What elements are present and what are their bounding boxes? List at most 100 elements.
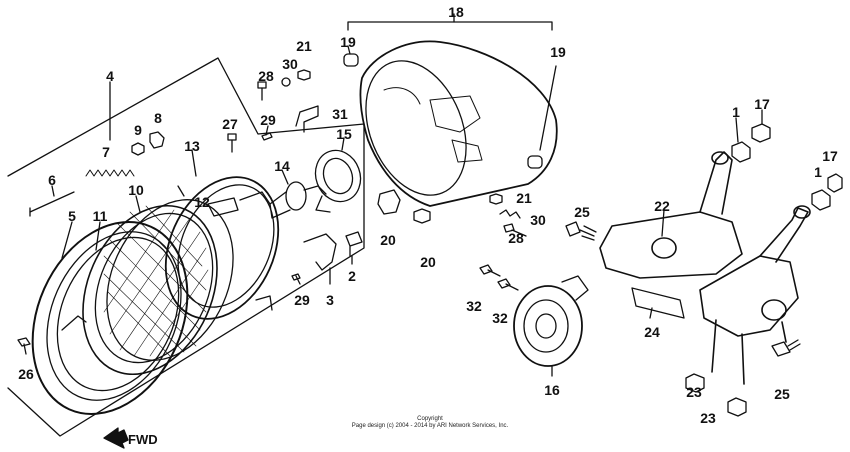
bolt-27 <box>227 133 237 153</box>
part-label-23: 23 <box>700 410 716 426</box>
part-label-29: 29 <box>294 292 310 308</box>
headlight-case <box>359 40 558 207</box>
leader-6 <box>51 185 55 197</box>
leader-19-right <box>539 65 557 151</box>
part-label-9: 9 <box>134 122 142 138</box>
nut-8 <box>149 131 165 149</box>
part-label-28: 28 <box>508 230 524 246</box>
stay-22 <box>599 151 743 279</box>
leader-10 <box>135 195 141 213</box>
part-label-6: 6 <box>48 172 56 188</box>
leader-15 <box>281 169 289 185</box>
fwd-label: FWD <box>128 432 158 447</box>
part-label-32: 32 <box>466 298 482 314</box>
part-label-1: 1 <box>732 104 740 120</box>
horn <box>513 275 589 367</box>
spring-7 <box>85 169 135 177</box>
part-label-15: 15 <box>336 126 352 142</box>
headlight-lens <box>82 204 218 376</box>
fwd-arrow <box>103 427 129 449</box>
part-label-18: 18 <box>448 4 464 20</box>
part-label-27: 27 <box>222 116 238 132</box>
leader-24 <box>649 307 653 319</box>
part-label-19: 19 <box>550 44 566 60</box>
screw-29-lower <box>291 273 301 285</box>
part-labels: 1123456789101112131415161717181919202021… <box>18 4 838 426</box>
part-label-8: 8 <box>154 110 162 126</box>
socket-cover-14 <box>314 149 362 213</box>
stay-right <box>699 205 811 385</box>
part-label-21: 21 <box>516 190 532 206</box>
part-label-14: 14 <box>274 158 290 174</box>
part-label-24: 24 <box>644 324 660 340</box>
retaining-ring <box>106 199 234 361</box>
bracket-12 <box>207 197 239 217</box>
grommet-19-left <box>343 53 359 67</box>
screw-6 <box>29 191 75 217</box>
part-label-13: 13 <box>184 138 200 154</box>
bolt-25-upper <box>565 221 597 241</box>
socket-15 <box>269 181 327 219</box>
part-label-31: 31 <box>332 106 348 122</box>
part-label-3: 3 <box>326 292 334 308</box>
part-label-7: 7 <box>102 144 110 160</box>
part-label-29: 29 <box>260 112 276 128</box>
bolt-28-upper <box>257 81 267 101</box>
collar-17-lower <box>827 173 843 193</box>
bolt-32-right <box>497 278 519 291</box>
nut-9 <box>131 142 145 156</box>
nut-21-upper <box>297 69 311 81</box>
rubber-1-upper <box>731 141 751 163</box>
nut-20-right <box>413 208 431 224</box>
collar-17-upper <box>751 123 771 143</box>
part-label-12: 12 <box>194 194 210 210</box>
page-design-credit: Page design (c) 2004 - 2014 by ARI Netwo… <box>351 423 509 429</box>
leader-11 <box>95 221 101 251</box>
rubber-1-lower <box>811 189 831 211</box>
part-label-5: 5 <box>68 208 76 224</box>
nut-23-upper <box>685 373 705 393</box>
part-label-22: 22 <box>654 198 670 214</box>
part-label-4: 4 <box>106 68 114 84</box>
part-label-30: 30 <box>282 56 298 72</box>
part-label-25: 25 <box>774 386 790 402</box>
part-label-19: 19 <box>340 34 356 50</box>
part-label-25: 25 <box>574 204 590 220</box>
part-label-20: 20 <box>380 232 396 248</box>
spring-30-middle <box>499 209 521 219</box>
leader-19-left <box>347 45 351 55</box>
plate-24 <box>631 287 685 319</box>
bolt-32-left <box>479 264 501 277</box>
part-label-30: 30 <box>530 212 546 228</box>
part-label-32: 32 <box>492 310 508 326</box>
copyright-notice: Copyright <box>417 416 443 422</box>
part-label-17: 17 <box>822 148 838 164</box>
part-label-2: 2 <box>348 268 356 284</box>
part-label-26: 26 <box>18 366 34 382</box>
lens-hatching <box>103 205 209 357</box>
grommet-20-left <box>377 189 401 215</box>
part-label-16: 16 <box>544 382 560 398</box>
part-label-28: 28 <box>258 68 274 84</box>
nut-21-middle <box>489 193 503 205</box>
grommet-19-right <box>527 155 543 169</box>
leader-22 <box>661 209 665 237</box>
bulb-3 <box>303 233 337 271</box>
leader-1-upper <box>735 117 739 143</box>
part-label-10: 10 <box>128 182 144 198</box>
part-label-17: 17 <box>754 96 770 112</box>
bolt-28-middle <box>503 223 527 237</box>
bracket-31 <box>295 105 319 133</box>
headlight-unit <box>164 176 280 320</box>
leader-5 <box>61 221 73 259</box>
washer-30-upper <box>281 77 291 87</box>
bolt-25-lower <box>771 339 801 357</box>
screw-29-upper <box>261 125 273 141</box>
part-label-23: 23 <box>686 384 702 400</box>
leader-14 <box>341 137 345 151</box>
part-label-11: 11 <box>93 208 108 224</box>
part-label-21: 21 <box>296 38 312 54</box>
bracket-18 <box>347 21 553 31</box>
